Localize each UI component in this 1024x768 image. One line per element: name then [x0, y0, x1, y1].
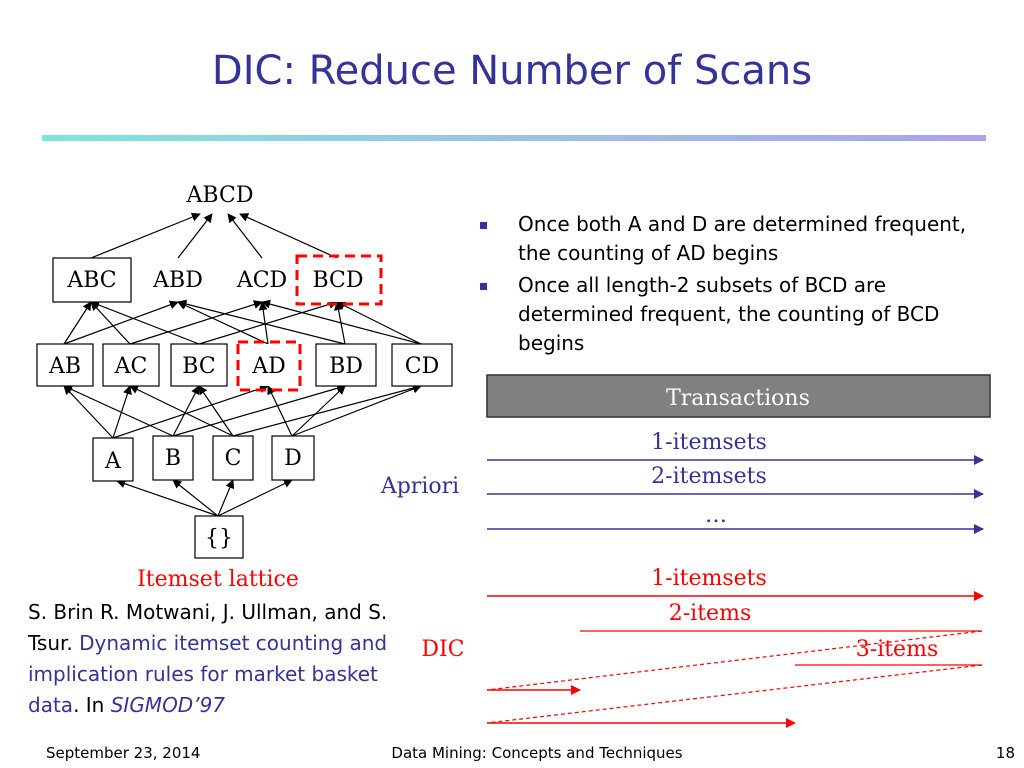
title-divider	[42, 135, 986, 141]
node-ab-box	[36, 343, 94, 387]
transactions-bar	[486, 374, 991, 418]
bullet-item: Once all length-2 subsets of BCD are det…	[480, 271, 1005, 358]
node-abc-box	[52, 257, 132, 303]
lattice-edges	[63, 212, 422, 517]
square-bullet-icon	[480, 283, 487, 290]
edge-acd-abcd	[227, 213, 263, 259]
edge-b-ab	[63, 385, 174, 437]
apriori-pass-more-label: …	[705, 503, 727, 528]
edge-cd-acd	[261, 299, 422, 345]
node-empty-box	[194, 515, 244, 559]
node-abd-bg	[144, 262, 214, 296]
node-ac: AC	[114, 354, 148, 379]
footer-date: September 23, 2014	[46, 744, 201, 762]
dic-pass-2-wrap	[486, 630, 983, 691]
edge-c-cd	[232, 383, 422, 437]
node-a: A	[104, 449, 122, 474]
apriori-pass-2-label: 2-itemsets	[651, 464, 767, 489]
node-c: C	[225, 446, 242, 471]
dic-pass-3-label: 3-items	[856, 637, 938, 662]
edge-ad-acd	[258, 301, 269, 345]
node-abd: ABD	[152, 268, 203, 293]
node-abcd: ABCD	[186, 183, 254, 208]
footer-title: Data Mining: Concepts and Techniques	[391, 744, 683, 762]
apriori-label: Apriori	[380, 474, 459, 499]
bullet-list: Once both A and D are determined frequen…	[480, 210, 1005, 361]
edge-b-bd	[172, 383, 346, 437]
edge-ab-abd	[63, 300, 179, 345]
node-a-box	[92, 437, 134, 482]
footer-page-number: 18	[995, 744, 1015, 762]
node-b-box	[152, 435, 194, 481]
edge-cd-bcd	[336, 301, 422, 345]
node-ab: AB	[48, 354, 81, 379]
edge-empty-b	[172, 479, 219, 517]
square-bullet-icon	[480, 222, 487, 229]
node-bcd: BCD	[312, 268, 363, 293]
edge-bc-bcd	[198, 300, 338, 345]
apriori-pass-1-label: 1-itemsets	[651, 430, 767, 455]
node-acd: ACD	[236, 268, 287, 293]
edge-c-ac	[129, 385, 234, 437]
node-d: D	[284, 446, 302, 471]
edge-empty-d	[217, 479, 293, 517]
edge-bd-abd	[177, 299, 346, 345]
node-b: B	[165, 446, 181, 471]
node-bd-box	[315, 343, 377, 387]
edge-a-ab	[63, 385, 114, 439]
node-d-box	[271, 435, 315, 481]
node-bcd-bg	[300, 258, 380, 302]
edge-ac-acd	[129, 300, 263, 345]
edge-bcd-abcd	[239, 213, 338, 259]
edge-d-bd	[291, 385, 346, 437]
edge-b-bc	[172, 385, 200, 437]
edge-d-ad	[267, 385, 293, 437]
node-cd: CD	[405, 354, 439, 379]
edge-empty-a	[116, 479, 219, 517]
node-ad: AD	[251, 354, 286, 379]
edge-ac-abc	[90, 301, 131, 345]
edge-a-ad	[112, 384, 269, 439]
node-ac-box	[102, 343, 160, 387]
edge-empty-c	[217, 479, 235, 517]
dic-pass-2-label: 2-items	[669, 601, 751, 626]
node-c-box	[212, 435, 254, 481]
node-bcd-highlight	[295, 254, 383, 306]
node-abc: ABC	[66, 268, 116, 293]
node-empty: {}	[205, 526, 233, 551]
citation-venue: SIGMOD’97	[110, 693, 226, 717]
edge-abd-abcd	[177, 213, 213, 259]
node-ad-box	[240, 344, 296, 386]
node-ad-highlight	[236, 340, 302, 392]
node-bc-box	[170, 343, 228, 387]
citation: S. Brin R. Motwani, J. Ullman, and S. Ts…	[28, 597, 418, 721]
citation-paper-title: Dynamic itemset counting and implication…	[28, 631, 388, 717]
citation-in: . In	[73, 693, 111, 717]
edge-ab-abc	[63, 301, 92, 345]
edge-ad-abd	[177, 301, 269, 345]
citation-authors: S. Brin R. Motwani, J. Ullman, and S. Ts…	[28, 600, 388, 655]
bullet-item: Once both A and D are determined frequen…	[480, 210, 1005, 268]
edge-c-bc	[198, 385, 234, 437]
dic-pass-3-wrap	[486, 664, 983, 724]
bullet-text: Once both A and D are determined frequen…	[518, 212, 967, 265]
slide-title: DIC: Reduce Number of Scans	[211, 48, 813, 94]
edge-d-cd	[291, 384, 422, 437]
transactions-label: Transactions	[666, 386, 810, 411]
node-acd-bg	[228, 262, 296, 296]
edge-bc-abc	[90, 300, 200, 345]
node-cd-box	[391, 343, 453, 387]
dic-label: DIC	[421, 637, 464, 662]
bullet-text: Once all length-2 subsets of BCD are det…	[518, 273, 940, 355]
node-bd: BD	[329, 354, 363, 379]
lattice-caption: Itemset lattice	[137, 567, 299, 592]
dic-pass-1-label: 1-itemsets	[651, 566, 767, 591]
node-bc: BC	[182, 354, 215, 379]
edge-abc-abcd	[90, 212, 201, 259]
